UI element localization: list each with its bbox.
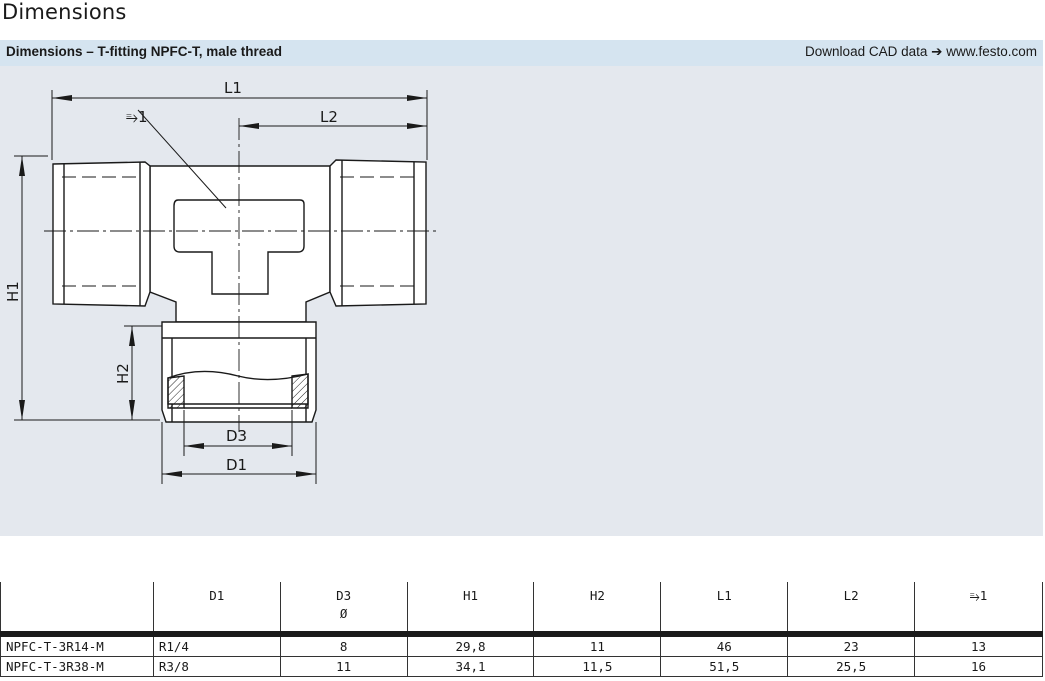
- drawing-panel: Dimensions – T-fitting NPFC-T, male thre…: [0, 40, 1043, 536]
- table-row: NPFC-T-3R14-M R1/4 8 29,8 11 46 23 13: [0, 634, 1043, 657]
- dim-label-l2: L2: [320, 108, 338, 126]
- cell-l2: 23: [787, 634, 915, 657]
- technical-drawing: L1 L2 ⥱1 D3 D1 H1 H2: [4, 79, 436, 484]
- col-header-h2: H2: [533, 582, 661, 634]
- cell-d3: 11: [279, 656, 408, 677]
- col-header-part: [0, 582, 154, 634]
- dim-label-wrench: ⥱1: [126, 108, 148, 126]
- dim-label-l1: L1: [224, 79, 242, 97]
- cell-wrench: 16: [914, 656, 1043, 677]
- cell-d1: R1/4: [152, 634, 281, 657]
- dim-label-d3: D3: [226, 427, 247, 445]
- col-header-wrench: ⥱1: [914, 582, 1043, 634]
- cell-l1: 46: [660, 634, 788, 657]
- panel-header: Dimensions – T-fitting NPFC-T, male thre…: [0, 40, 1043, 66]
- cell-d1: R3/8: [152, 656, 281, 677]
- download-cad-label[interactable]: Download CAD data: [805, 44, 928, 59]
- dim-label-h2: H2: [114, 363, 132, 384]
- cell-wrench: 13: [914, 634, 1043, 657]
- cell-h2: 11,5: [533, 656, 661, 677]
- cell-l1: 51,5: [660, 656, 788, 677]
- diameter-symbol: Ø: [339, 606, 348, 621]
- cell-h1: 29,8: [406, 634, 534, 657]
- table-row: NPFC-T-3R38-M R3/8 11 34,1 11,5 51,5 25,…: [0, 656, 1043, 677]
- col-header-d1: D1: [152, 582, 281, 634]
- part-number: NPFC-T-3R38-M: [0, 656, 154, 677]
- col-header-h1: H1: [406, 582, 534, 634]
- page-heading: Dimensions: [2, 0, 127, 24]
- cell-h1: 34,1: [406, 656, 534, 677]
- dim-label-h1: H1: [4, 281, 22, 302]
- part-number: NPFC-T-3R14-M: [0, 634, 154, 657]
- panel-title: Dimensions – T-fitting NPFC-T, male thre…: [6, 44, 283, 59]
- col-header-l1: L1: [660, 582, 788, 634]
- arrow-right-icon: ➔: [931, 44, 943, 59]
- download-cad-link[interactable]: Download CAD data ➔ www.festo.com: [805, 44, 1037, 60]
- cell-d3: 8: [279, 634, 408, 657]
- cell-l2: 25,5: [787, 656, 915, 677]
- festo-url[interactable]: www.festo.com: [946, 44, 1037, 59]
- col-header-l2: L2: [787, 582, 915, 634]
- cell-h2: 11: [533, 634, 661, 657]
- dim-label-d1: D1: [226, 456, 247, 474]
